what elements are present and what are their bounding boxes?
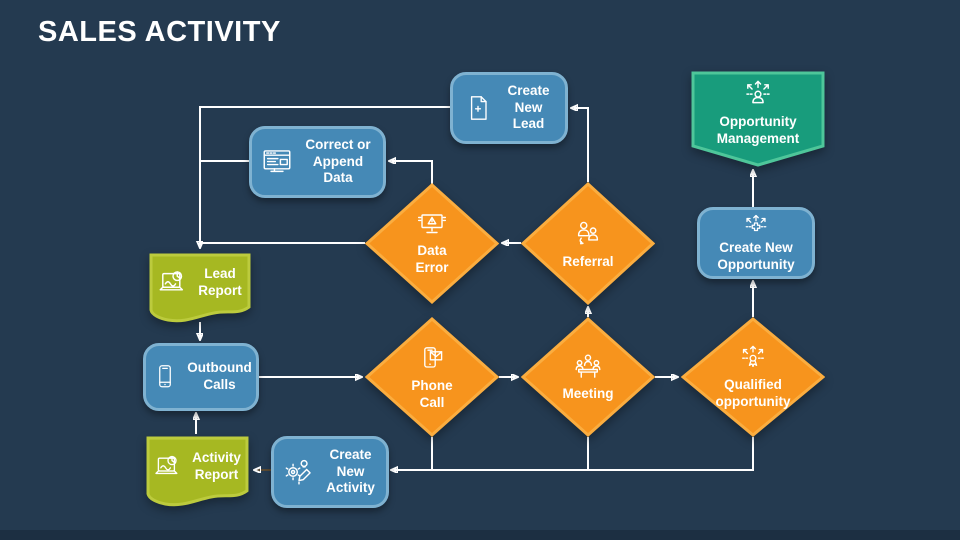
monitor-warning-icon — [415, 210, 449, 240]
node-label: Lead Report — [198, 266, 242, 298]
laptop-chart-icon — [156, 266, 190, 300]
node-label: Create New Activity — [326, 446, 375, 496]
node-create-new-lead: Create New Lead — [450, 72, 568, 144]
slide-title: SALES ACTIVITY — [38, 16, 281, 48]
smartphone-icon — [150, 362, 180, 392]
meeting-table-icon — [571, 351, 605, 383]
laptop-chart-icon — [152, 451, 184, 483]
node-label: Data Error — [415, 243, 449, 275]
person-radiating-arrows-icon — [741, 78, 775, 112]
node-label: Meeting — [562, 386, 614, 402]
node-outbound-calls: Outbound Calls — [143, 343, 259, 411]
node-referral: Referral — [521, 182, 655, 305]
node-label: Correct or Append Data — [305, 136, 371, 186]
node-label: Opportunity Management — [716, 114, 800, 146]
gear-pencil-bulb-icon — [282, 455, 316, 489]
node-label: Create New Opportunity — [717, 239, 795, 272]
node-label: Activity Report — [192, 449, 241, 482]
node-opportunity-management: Opportunity Management — [690, 70, 826, 168]
node-qualified-opportunity: Qualified opportunity — [681, 317, 825, 437]
node-label: Create New Lead — [507, 82, 550, 132]
node-label: Qualified opportunity — [715, 376, 791, 409]
node-meeting: Meeting — [521, 317, 655, 437]
node-lead-report: Lead Report — [148, 252, 252, 324]
document-plus-icon — [462, 92, 494, 124]
node-label: Phone Call — [411, 377, 453, 410]
browser-data-icon — [260, 145, 294, 179]
two-people-arrow-icon — [571, 217, 605, 251]
plus-radiating-arrows-icon — [741, 213, 771, 239]
badge-radiating-arrows-icon — [737, 344, 769, 374]
node-activity-report: Activity Report — [145, 435, 250, 508]
slide-footer-strip — [0, 530, 960, 540]
node-label: Outbound Calls — [187, 360, 252, 392]
node-create-new-opportunity: Create New Opportunity — [697, 207, 815, 279]
node-data-error: Data Error — [365, 183, 499, 304]
node-correct-append-data: Correct or Append Data — [249, 126, 386, 198]
node-phone-call: Phone Call — [365, 317, 499, 437]
node-create-new-activity: Create New Activity — [271, 436, 389, 508]
node-label: Referral — [562, 253, 614, 269]
phone-envelope-icon — [416, 343, 448, 375]
